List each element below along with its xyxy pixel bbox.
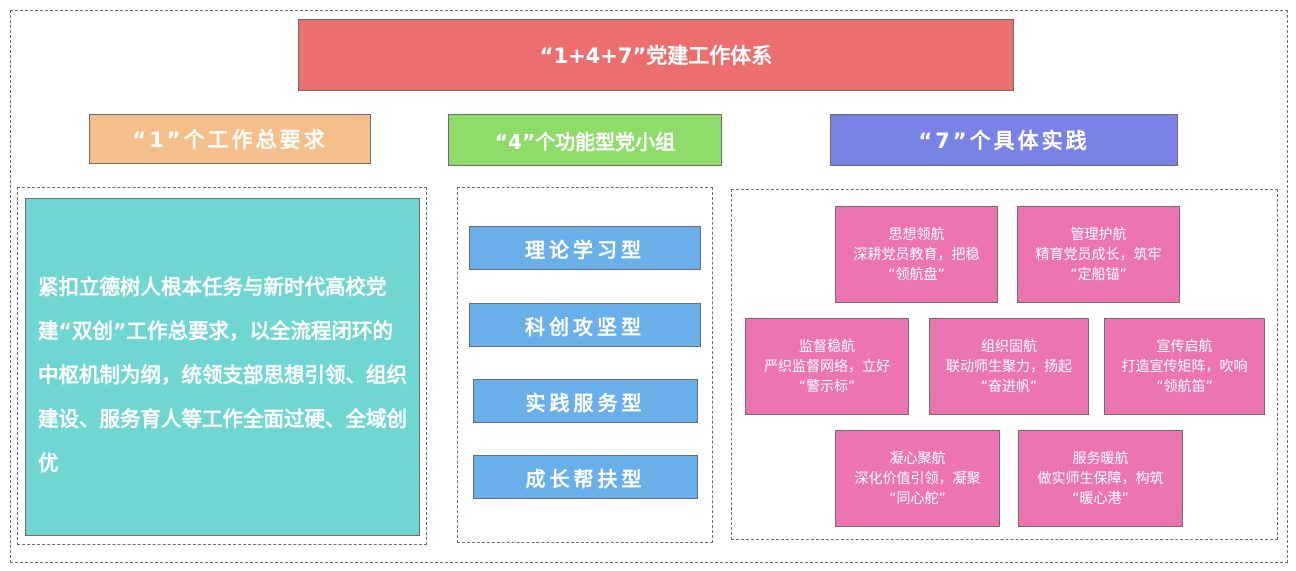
practice-motto: “领航盘”: [888, 266, 945, 283]
practice-motto: “奋进帆”: [980, 378, 1038, 395]
practice-card-supervision: 监督稳航 严织监督网络，立好 “警示标”: [745, 318, 909, 415]
requirement-frame: [17, 187, 427, 545]
groups-frame: [457, 187, 713, 543]
practice-card-management-escort: 管理护航 精育党员成长，筑牢 “定船锚”: [1017, 206, 1180, 303]
practice-motto: “暖心港”: [1072, 490, 1129, 507]
practices-frame: [731, 189, 1278, 540]
practice-name: 管理护航: [1070, 226, 1127, 243]
outer-frame: [10, 10, 1288, 563]
practice-name: 组织固航: [981, 338, 1037, 355]
practice-name: 服务暖航: [1072, 450, 1129, 467]
system-title: “1+4+7”党建工作体系: [298, 19, 1014, 91]
practice-card-thought-pilot: 思想领航 深耕党员教育，把稳 “领航盘”: [835, 206, 998, 303]
practice-motto: “警示标”: [798, 378, 856, 395]
practice-motto: “定船锚”: [1070, 266, 1127, 283]
header-four-groups: “4”个功能型党小组: [448, 114, 722, 166]
practice-desc: 打造宣传矩阵，吹响: [1121, 358, 1248, 375]
practice-motto: “同心舵”: [889, 490, 946, 507]
practice-name: 宣传启航: [1156, 338, 1213, 355]
practice-motto: “领航笛”: [1156, 378, 1213, 395]
group-item-practice-service: 实践服务型: [473, 379, 698, 423]
practice-desc: 深化价值引领，凝聚: [854, 470, 981, 487]
practice-desc: 深耕党员教育，把稳: [853, 246, 980, 263]
group-item-theory-study: 理论学习型: [469, 226, 701, 270]
practice-desc: 联动师生聚力，扬起: [946, 358, 1072, 375]
requirement-text: 紧扣立德树人根本任务与新时代高校党建“双创”工作总要求，以全流程闭环的中枢机制为…: [25, 198, 420, 536]
practice-desc: 严织监督网络，立好: [764, 358, 890, 375]
practice-card-publicity: 宣传启航 打造宣传矩阵，吹响 “领航笛”: [1104, 318, 1265, 415]
header-seven-practices: “7”个具体实践: [830, 114, 1178, 166]
group-item-growth-support: 成长帮扶型: [473, 455, 698, 499]
practice-desc: 精育党员成长，筑牢: [1035, 246, 1162, 263]
practice-card-organization: 组织固航 联动师生聚力，扬起 “奋进帆”: [929, 318, 1089, 415]
practice-name: 凝心聚航: [889, 450, 946, 467]
practice-name: 思想领航: [888, 226, 945, 243]
group-item-innovation: 科创攻坚型: [469, 303, 701, 347]
practice-card-service-warmth: 服务暖航 做实师生保障，构筑 “暖心港”: [1018, 430, 1183, 527]
practice-desc: 做实师生保障，构筑: [1037, 470, 1164, 487]
header-one-requirement: “1”个工作总要求: [89, 114, 371, 164]
practice-card-cohesion: 凝心聚航 深化价值引领，凝聚 “同心舵”: [835, 430, 1000, 527]
practice-name: 监督稳航: [799, 338, 855, 355]
